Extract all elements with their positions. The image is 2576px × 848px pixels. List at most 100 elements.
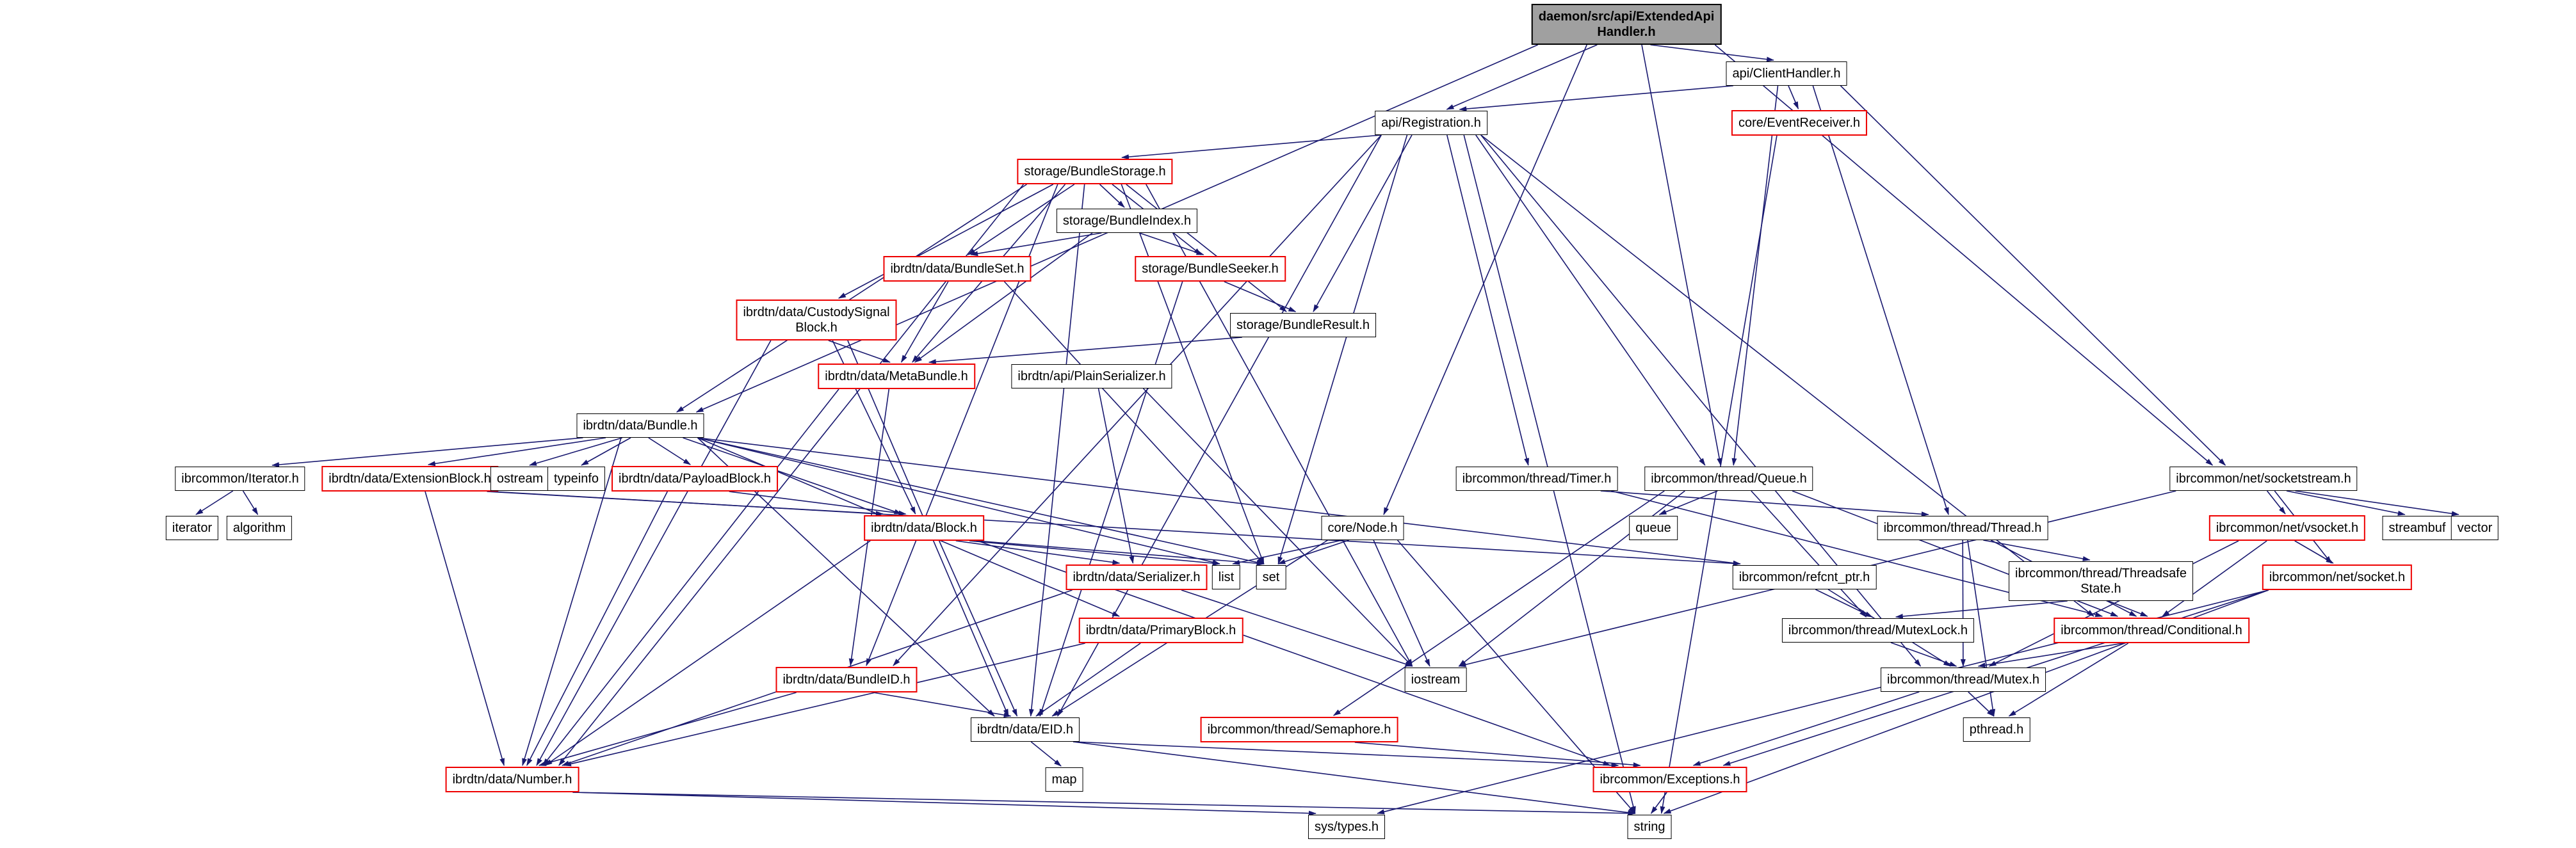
dependency-edge-payloadblock-to-number [526,491,668,766]
dependency-edge-number-to-sys_types [572,792,1316,816]
graph-node-mutexlock[interactable]: ibrcommon/thread/MutexLock.h [1781,618,1975,643]
graph-node-semaphore[interactable]: ibrcommon/thread/Semaphore.h [1200,717,1398,742]
dependency-edge-bundleseeker-to-eid [1039,281,1183,717]
dependency-edge-iterator_h-to-algorithm [242,490,259,515]
dependency-edge-registration-to-bundleresult [1313,134,1413,312]
dependency-edge-vsocket-to-conditional [2162,540,2267,617]
graph-node-bundleid[interactable]: ibrdtn/data/BundleID.h [775,667,918,692]
graph-node-map[interactable]: map [1045,767,1083,792]
graph-node-block[interactable]: ibrdtn/data/Block.h [864,515,984,541]
dependency-edge-bundlestorage-to-bundleindex [1099,184,1125,208]
graph-node-serializer[interactable]: ibrdtn/data/Serializer.h [1065,564,1208,590]
dependency-edge-node-to-set [1277,540,1349,564]
graph-node-pthread[interactable]: pthread.h [1963,717,2030,742]
graph-node-bundleseeker[interactable]: storage/BundleSeeker.h [1135,256,1286,282]
dependency-edge-block-to-list [969,540,1220,566]
dependency-edge-queue_h-to-queue [1658,490,1718,515]
dependency-edge-root-to-socketstream [1714,44,2214,466]
dependency-edge-block-to-serializer [955,540,1121,565]
graph-node-refcnt_ptr[interactable]: ibrcommon/refcnt_ptr.h [1732,565,1877,589]
dependency-edge-mutexlock-to-mutex [1890,642,1957,667]
graph-node-iterator[interactable]: iterator [165,516,219,540]
dependency-edge-bundleid-to-number [538,692,797,766]
dependency-edge-queue_h-to-mutexlock [1751,490,1867,618]
graph-node-clienthandler[interactable]: api/ClientHandler.h [1726,61,1847,86]
dependency-edge-conditional-to-mutex [1977,643,2124,668]
graph-node-queue_h[interactable]: ibrcommon/thread/Queue.h [1644,467,1813,491]
graph-node-registration[interactable]: api/Registration.h [1375,111,1487,135]
graph-node-extensionblock[interactable]: ibrdtn/data/ExtensionBlock.h [321,466,498,492]
graph-node-queue[interactable]: queue [1629,516,1678,540]
graph-node-node[interactable]: core/Node.h [1321,516,1404,540]
dependency-edge-bundle-to-block [683,437,902,515]
dependency-edge-conditional-to-pthread [2008,643,2129,717]
dependency-edge-bundleid-to-eid [873,692,1012,718]
graph-node-custodysignalblock[interactable]: ibrdtn/data/CustodySignal Block.h [736,300,897,340]
dependency-edge-socketstream-to-vector [2295,490,2459,516]
dependency-edge-refcnt_ptr-to-mutexlock [1815,589,1873,618]
graph-node-vsocket[interactable]: ibrcommon/net/vsocket.h [2208,515,2366,541]
graph-node-bundle[interactable]: ibrdtn/data/Bundle.h [576,413,704,438]
graph-node-number[interactable]: ibrdtn/data/Number.h [445,767,579,792]
graph-node-set[interactable]: set [1256,565,1286,589]
graph-node-typeinfo[interactable]: typeinfo [547,467,606,491]
graph-node-sys_types[interactable]: sys/types.h [1308,815,1386,839]
graph-node-ostream[interactable]: ostream [490,467,550,491]
graph-node-socketstream[interactable]: ibrcommon/net/socketstream.h [2169,467,2358,491]
graph-node-exceptions[interactable]: ibrcommon/Exceptions.h [1592,767,1747,792]
graph-node-plainserializer[interactable]: ibrdtn/api/PlainSerializer.h [1011,364,1172,388]
graph-node-bundleset[interactable]: ibrdtn/data/BundleSet.h [883,256,1032,282]
dependency-edge-registration-to-bundleid [893,134,1382,666]
dependency-edge-eid-to-string [1073,741,1636,815]
dependency-edge-block-to-set [976,540,1265,566]
dependency-edge-bundleset-to-metabundle [900,281,949,363]
dependency-edge-bundleindex-to-bundleseeker [1139,232,1204,255]
graph-node-timer[interactable]: ibrcommon/thread/Timer.h [1455,467,1618,491]
graph-node-mutex[interactable]: ibrcommon/thread/Mutex.h [1881,668,2046,692]
graph-node-threadsafestate[interactable]: ibrcommon/thread/Threadsafe State.h [2009,561,2193,601]
dependency-edge-eid-to-map [1030,741,1062,767]
graph-node-streambuf[interactable]: streambuf [2382,516,2452,540]
dependency-edge-queue_h-to-semaphore [1333,490,1665,716]
dependency-edge-root-to-registration [1446,44,1598,110]
dependency-edge-thread-to-threadsafestate [1983,540,2091,561]
graph-node-string[interactable]: string [1627,815,1672,839]
dependency-edge-semaphore-to-exceptions [1354,742,1641,768]
graph-node-root[interactable]: daemon/src/api/ExtendedApi Handler.h [1531,4,1722,45]
graph-node-list[interactable]: list [1211,565,1241,589]
dependency-edge-bundlestorage-to-custodysignalblock [838,184,1054,299]
graph-node-vector[interactable]: vector [2450,516,2499,540]
dependency-edge-clienthandler-to-thread [1812,85,1949,515]
graph-node-metabundle[interactable]: ibrdtn/data/MetaBundle.h [818,364,975,389]
dependency-edge-timer-to-thread [1600,490,1929,517]
dependency-edge-socketstream-to-streambuf [2286,490,2406,516]
graph-node-thread[interactable]: ibrcommon/thread/Thread.h [1877,516,2048,540]
dependency-edge-custodysignalblock-to-metabundle [828,340,891,363]
dependency-edge-number-to-string [572,792,1636,816]
dependency-edge-primaryblock-to-eid [1035,643,1141,717]
dependency-edge-mutex-to-pthread [1968,691,1995,717]
dependency-edge-payloadblock-to-block [729,491,907,516]
dependency-edge-clienthandler-to-queue_h [1731,85,1779,466]
dependency-edge-clienthandler-to-eventreceiver [1788,85,1799,109]
graph-node-eventreceiver[interactable]: core/EventReceiver.h [1731,110,1868,136]
graph-node-bundleindex[interactable]: storage/BundleIndex.h [1056,209,1198,233]
dependency-edge-custodysignalblock-to-number [536,340,772,766]
graph-node-conditional[interactable]: ibrcommon/thread/Conditional.h [2054,618,2249,643]
graph-node-eid[interactable]: ibrdtn/data/EID.h [970,717,1080,742]
graph-node-payloadblock[interactable]: ibrdtn/data/PayloadBlock.h [612,466,778,492]
dependency-edge-bundle-to-payloadblock [648,437,692,465]
dependency-edge-bundleindex-to-metabundle [914,232,1093,363]
dependency-edge-root-to-clienthandler [1650,44,1774,62]
graph-node-socket[interactable]: ibrcommon/net/socket.h [2262,564,2413,590]
dependency-edge-registration-to-timer [1446,134,1530,466]
graph-node-bundleresult[interactable]: storage/BundleResult.h [1230,313,1376,337]
graph-node-algorithm[interactable]: algorithm [226,516,293,540]
graph-node-iterator_h[interactable]: ibrcommon/Iterator.h [175,467,305,491]
dependency-edge-bundle-to-extensionblock [427,437,606,467]
graph-node-iostream[interactable]: iostream [1404,668,1467,692]
graph-node-bundlestorage[interactable]: storage/BundleStorage.h [1017,159,1173,184]
dependency-edge-node-to-list [1232,540,1343,565]
dependency-edge-threadsafestate-to-mutexlock [1895,600,2068,619]
graph-node-primaryblock[interactable]: ibrdtn/data/PrimaryBlock.h [1078,618,1243,643]
